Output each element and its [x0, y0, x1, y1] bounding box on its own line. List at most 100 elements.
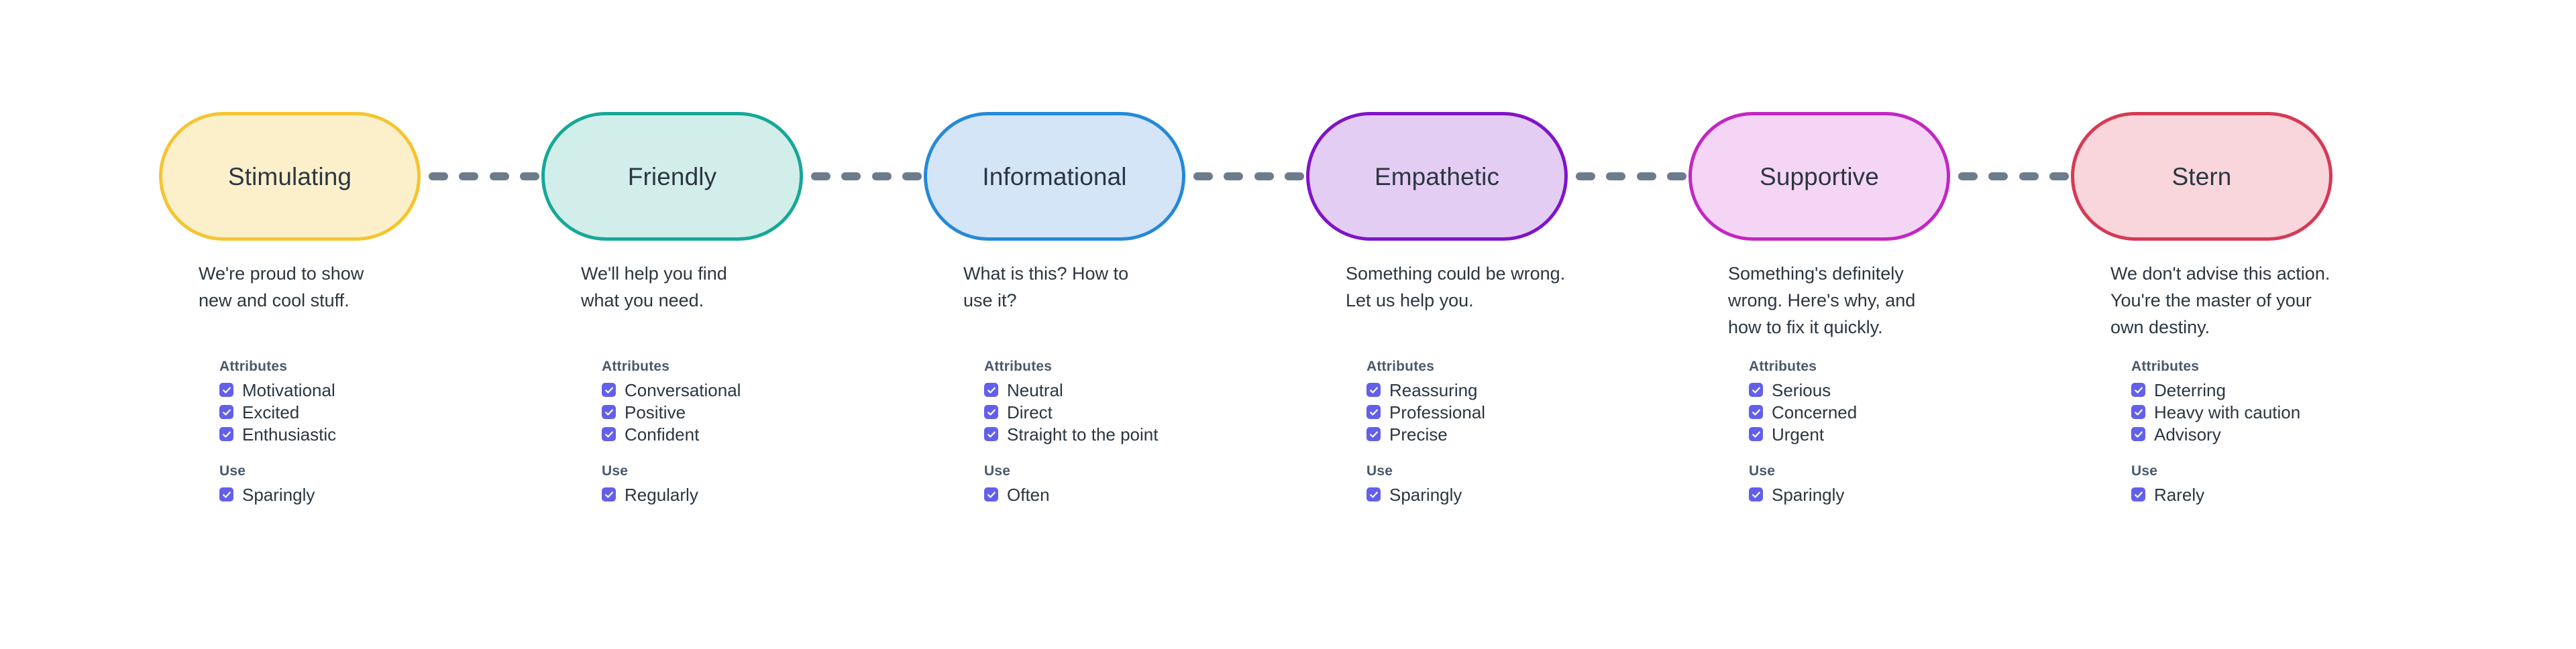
attributes-item[interactable]: Enthusiastic: [219, 423, 508, 445]
check-icon[interactable]: [602, 383, 616, 397]
attributes-label: Positive: [625, 402, 686, 422]
check-icon[interactable]: [984, 427, 998, 441]
check-icon[interactable]: [2131, 427, 2145, 441]
use-label: Sparingly: [242, 484, 315, 505]
use-label: Often: [1007, 484, 1050, 505]
attributes-item[interactable]: Excited: [219, 401, 508, 423]
connector-dash: [841, 172, 861, 180]
check-icon[interactable]: [219, 427, 233, 441]
attributes-item[interactable]: Positive: [602, 401, 890, 423]
check-icon[interactable]: [1749, 405, 1763, 419]
connector-dash: [811, 172, 830, 180]
connector-dash: [459, 172, 479, 180]
attributes-label: Urgent: [1772, 424, 1825, 445]
dashed-line-icon: [1576, 171, 1686, 182]
check-icon[interactable]: [984, 383, 998, 397]
tone-pill[interactable]: Empathetic: [1306, 112, 1568, 241]
use-heading: Use: [1749, 463, 1776, 479]
check-icon[interactable]: [1366, 405, 1381, 419]
attributes-item[interactable]: Precise: [1366, 423, 1655, 445]
connector-dash: [1193, 172, 1213, 180]
check-icon[interactable]: [1749, 487, 1763, 501]
check-icon[interactable]: [602, 427, 616, 441]
connector-dash: [871, 172, 892, 180]
attributes-label: Conversational: [625, 379, 741, 400]
attributes-item[interactable]: Confident: [602, 423, 890, 445]
tone-description: Something's definitely wrong. Here's why…: [1728, 263, 1916, 337]
attributes-label: Heavy with caution: [2154, 402, 2301, 422]
use-heading: Use: [219, 463, 246, 479]
connector-dash: [1606, 172, 1626, 180]
connector-dash: [1576, 172, 1595, 180]
use-list: Sparingly: [1749, 483, 2037, 506]
attributes-label: Deterring: [2154, 379, 2226, 400]
check-icon[interactable]: [219, 487, 233, 501]
attributes-item[interactable]: Neutral: [984, 379, 1273, 401]
use-item[interactable]: Sparingly: [1366, 483, 1655, 506]
check-icon[interactable]: [1366, 487, 1381, 501]
check-icon[interactable]: [984, 487, 998, 501]
connector-dash: [429, 172, 448, 180]
check-icon[interactable]: [984, 405, 998, 419]
attributes-item[interactable]: Motivational: [219, 379, 508, 401]
dashed-line-icon: [1193, 171, 1304, 182]
tone-pill[interactable]: Stimulating: [159, 112, 421, 241]
use-label: Sparingly: [1389, 484, 1462, 505]
check-icon[interactable]: [602, 405, 616, 419]
check-icon[interactable]: [602, 487, 616, 501]
use-item[interactable]: Sparingly: [1749, 483, 2037, 506]
attributes-item[interactable]: Conversational: [602, 379, 890, 401]
connector-dash: [1636, 172, 1656, 180]
check-icon[interactable]: [2131, 383, 2145, 397]
tone-pill-label: Supportive: [1760, 162, 1879, 190]
attributes-item[interactable]: Direct: [984, 401, 1273, 423]
attributes-item[interactable]: Reassuring: [1366, 379, 1655, 401]
connector-dash: [1254, 172, 1274, 180]
attributes-item[interactable]: Serious: [1749, 379, 2037, 401]
tone-pill[interactable]: Informational: [924, 112, 1185, 241]
attributes-item[interactable]: Concerned: [1749, 401, 2037, 423]
use-item[interactable]: Sparingly: [219, 483, 508, 506]
meta-spacer: [2131, 445, 2420, 463]
attributes-heading: Attributes: [1366, 359, 1435, 374]
use-heading: Use: [602, 463, 629, 479]
check-icon[interactable]: [1749, 383, 1763, 397]
attributes-item[interactable]: Straight to the point: [984, 423, 1273, 445]
dashed-line-icon: [1958, 171, 2069, 182]
check-icon[interactable]: [219, 383, 233, 397]
tone-pill[interactable]: Stern: [2071, 112, 2332, 241]
use-item[interactable]: Often: [984, 483, 1273, 506]
tone-pill[interactable]: Friendly: [541, 112, 803, 241]
meta-spacer: [219, 445, 508, 463]
attributes-item[interactable]: Advisory: [2131, 423, 2420, 445]
check-icon[interactable]: [1366, 427, 1381, 441]
use-list: Regularly: [602, 483, 890, 506]
connector-dash: [2019, 172, 2039, 180]
attributes-heading: Attributes: [2131, 359, 2200, 374]
attributes-item[interactable]: Deterring: [2131, 379, 2420, 401]
use-label: Regularly: [625, 484, 698, 505]
attributes-item[interactable]: Urgent: [1749, 423, 2037, 445]
attributes-item[interactable]: Professional: [1366, 401, 1655, 423]
connector-dash: [1958, 172, 1978, 180]
attributes-label: Reassuring: [1389, 379, 1478, 400]
attributes-item[interactable]: Heavy with caution: [2131, 401, 2420, 423]
check-icon[interactable]: [219, 405, 233, 419]
check-icon[interactable]: [2131, 487, 2145, 501]
check-icon[interactable]: [1749, 427, 1763, 441]
check-icon[interactable]: [1366, 383, 1381, 397]
use-item[interactable]: Rarely: [2131, 483, 2420, 506]
tone-pill[interactable]: Supportive: [1688, 112, 1950, 241]
check-icon[interactable]: [2131, 405, 2145, 419]
use-list: Sparingly: [1366, 483, 1655, 506]
use-item[interactable]: Regularly: [602, 483, 890, 506]
